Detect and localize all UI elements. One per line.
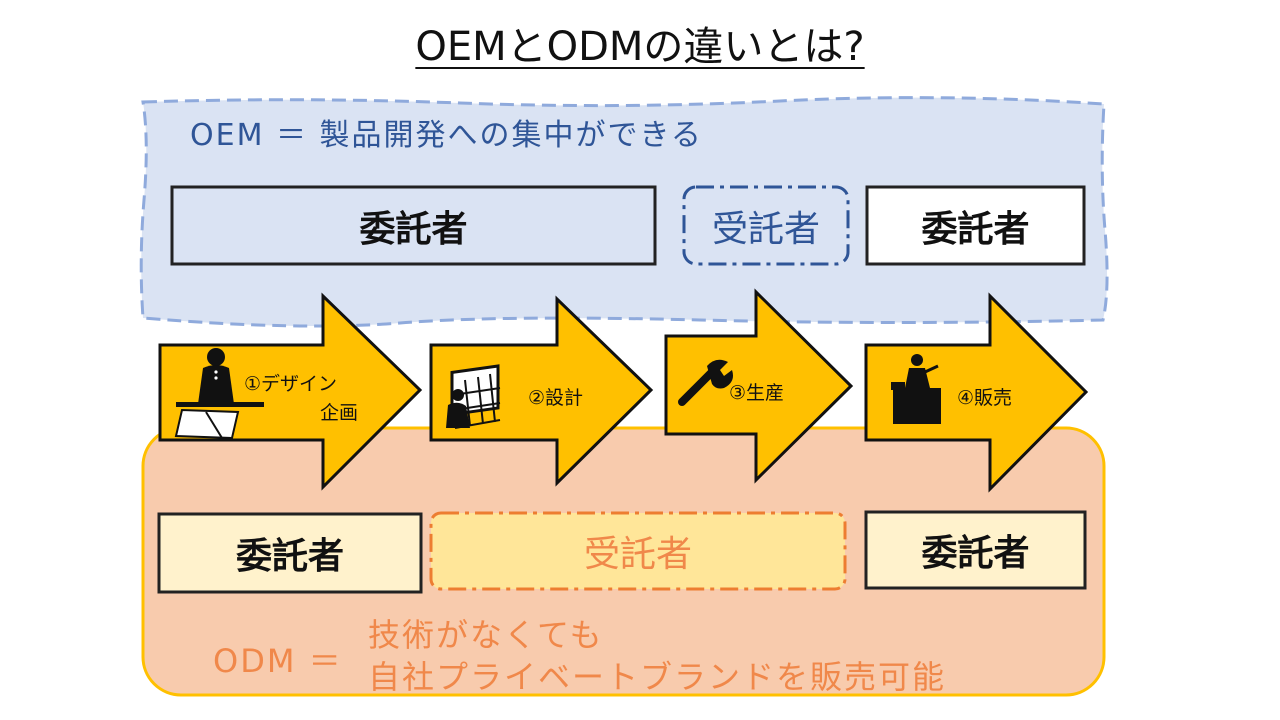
odm-caption-line2: 自社プライベートブランドを販売可能 xyxy=(368,658,947,696)
step-arrow-1 xyxy=(158,292,423,491)
odm-client-box-1 xyxy=(157,512,423,594)
oem-contractor-box xyxy=(682,185,850,266)
odm-contractor-box xyxy=(429,511,847,591)
step-arrow-3 xyxy=(664,288,854,484)
odm-client-label-1: 委託者 xyxy=(235,536,344,577)
shop-counter-icon xyxy=(891,354,941,424)
oem-client-box-1 xyxy=(170,185,657,266)
step-arrow-2 xyxy=(429,295,654,487)
step-2-label: ②設計 xyxy=(528,387,584,409)
step-1-label-line2: 企画 xyxy=(320,402,359,424)
oem-client-box-2 xyxy=(865,185,1086,266)
step-3-label: ③生産 xyxy=(729,382,785,404)
oem-caption: OEM ＝ 製品開発への集中ができる xyxy=(190,118,703,153)
page-title: OEMとODMの違いとは? xyxy=(415,24,865,70)
step-1-label-line1: ①デザイン xyxy=(244,373,338,395)
designer-desk-icon xyxy=(174,348,264,440)
oem-client-label-2: 委託者 xyxy=(921,208,1030,250)
step-arrow-4 xyxy=(864,292,1089,493)
wrench-icon xyxy=(678,359,733,406)
odm-caption-prefix: ODM ＝ xyxy=(213,642,343,680)
step-4-label: ④販売 xyxy=(957,387,1013,409)
odm-client-box-2 xyxy=(864,510,1087,590)
oem-contractor-label: 受託者 xyxy=(711,208,820,250)
oem-client-label-1: 委託者 xyxy=(359,208,468,250)
drafting-board-icon xyxy=(446,364,501,429)
odm-contractor-label: 受託者 xyxy=(583,534,692,575)
odm-client-label-2: 委託者 xyxy=(921,533,1030,574)
odm-caption-line1: 技術がなくても xyxy=(368,616,604,654)
